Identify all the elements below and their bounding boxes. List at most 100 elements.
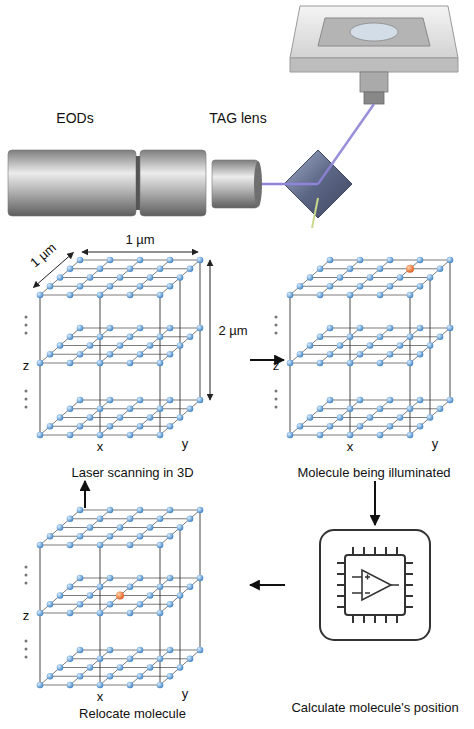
tag-lens-face <box>254 161 262 207</box>
molecule <box>167 575 174 582</box>
molecule <box>357 257 364 264</box>
molecule <box>157 292 164 299</box>
molecule <box>97 610 104 617</box>
molecule <box>287 292 294 299</box>
molecule <box>387 325 394 332</box>
molecule <box>47 283 54 290</box>
molecule <box>127 265 134 272</box>
molecule <box>127 682 134 689</box>
molecule <box>387 397 394 404</box>
molecule <box>177 664 184 671</box>
molecule <box>347 405 354 412</box>
molecule <box>387 351 394 358</box>
molecule <box>447 325 454 332</box>
molecule <box>67 583 74 590</box>
molecule <box>387 283 394 290</box>
eod-cylinder <box>140 150 206 216</box>
molecule <box>357 283 364 290</box>
molecule <box>157 515 164 522</box>
molecule <box>437 333 444 340</box>
molecule <box>367 274 374 281</box>
molecule <box>97 583 104 590</box>
molecule <box>67 515 74 522</box>
ellipsis-dot <box>275 316 278 319</box>
beam-line <box>318 104 374 184</box>
stage-caption: Molecule being illuminated <box>284 465 464 481</box>
molecule <box>307 342 314 349</box>
molecule <box>177 592 184 599</box>
stage-caption: Laser scanning in 3D <box>15 465 250 481</box>
molecule <box>447 397 454 404</box>
molecule <box>167 283 174 290</box>
axis-label: z <box>23 358 30 373</box>
molecule <box>97 655 104 662</box>
molecule <box>167 533 174 540</box>
grid-line <box>130 328 170 363</box>
molecule <box>87 592 94 599</box>
molecule <box>317 292 324 299</box>
molecule <box>77 283 84 290</box>
molecule <box>37 432 44 439</box>
stage-front <box>290 58 458 72</box>
molecule <box>77 257 84 264</box>
molecule <box>177 274 184 281</box>
molecule <box>137 673 144 680</box>
molecule <box>117 342 124 349</box>
molecule <box>397 414 404 421</box>
molecule <box>167 647 174 654</box>
molecule <box>187 405 194 412</box>
axis-label: z <box>273 358 280 373</box>
molecule <box>127 432 134 439</box>
molecule <box>327 423 334 430</box>
grid-line <box>130 400 170 435</box>
molecule <box>137 533 144 540</box>
molecule <box>417 423 424 430</box>
ellipsis-dot <box>25 582 28 585</box>
molecule <box>157 610 164 617</box>
molecule <box>317 333 324 340</box>
molecule <box>437 265 444 272</box>
molecule <box>97 432 104 439</box>
molecule <box>317 360 324 367</box>
cube-grid <box>25 507 204 689</box>
molecule <box>407 360 414 367</box>
molecule <box>137 325 144 332</box>
molecule <box>197 507 204 514</box>
molecule <box>127 405 134 412</box>
molecule <box>37 610 44 617</box>
molecule <box>77 325 84 332</box>
stage-opening <box>318 18 430 46</box>
molecule <box>37 542 44 549</box>
molecule <box>137 257 144 264</box>
part-label: TAG lens <box>209 111 266 126</box>
emission-line <box>312 198 318 228</box>
molecule <box>187 655 194 662</box>
molecule <box>57 592 64 599</box>
molecule <box>167 257 174 264</box>
dimension-label: 1 µm <box>27 240 59 270</box>
molecule <box>157 360 164 367</box>
molecule <box>37 682 44 689</box>
cube-grid <box>275 257 454 439</box>
molecule <box>327 397 334 404</box>
molecule <box>407 292 414 299</box>
eod-cylinders <box>8 150 206 216</box>
molecule <box>97 360 104 367</box>
molecule <box>137 647 144 654</box>
axis-label: y <box>432 436 439 451</box>
grid-line <box>130 650 170 685</box>
molecule <box>417 325 424 332</box>
molecule <box>67 292 74 299</box>
molecule <box>297 351 304 358</box>
opamp-symbol <box>362 570 391 600</box>
ellipsis-dot <box>25 332 28 335</box>
ellipsis-dot <box>25 656 28 659</box>
molecule <box>67 542 74 549</box>
cube-grid <box>25 252 211 438</box>
molecule <box>157 333 164 340</box>
molecule <box>357 423 364 430</box>
molecule <box>147 342 154 349</box>
molecule <box>67 405 74 412</box>
molecule <box>137 423 144 430</box>
